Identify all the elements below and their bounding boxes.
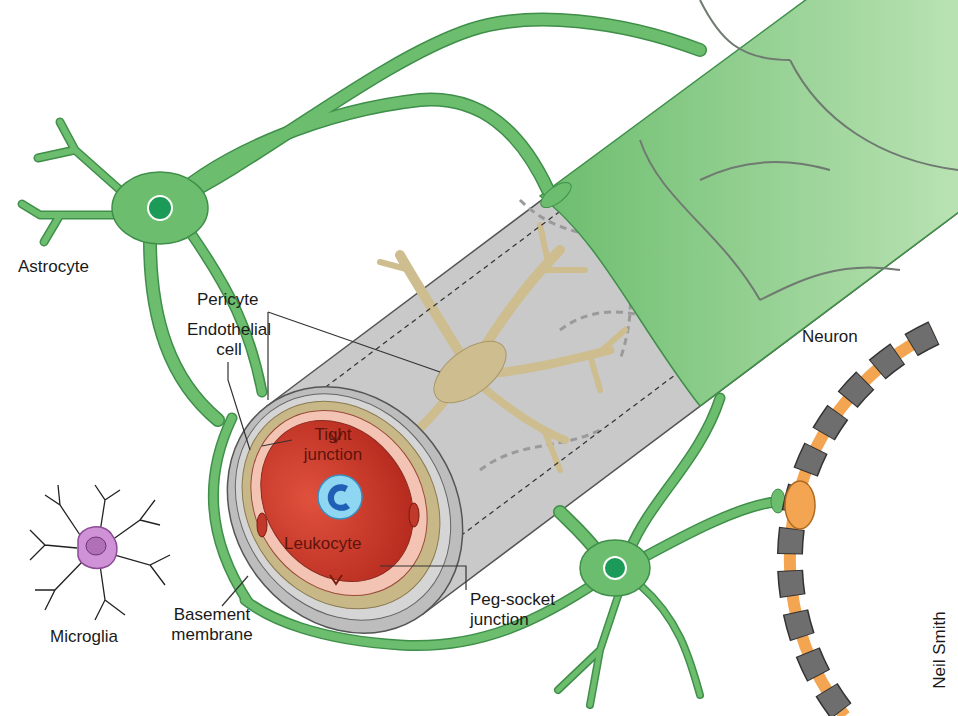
pericyte-process xyxy=(380,262,410,270)
pericyte-soma xyxy=(423,329,517,415)
part-label: Peg-socket junction xyxy=(470,590,566,630)
microglia-branch xyxy=(35,562,82,610)
microglia-nucleus xyxy=(86,537,106,555)
astrocyte-process xyxy=(22,204,115,242)
leader-line xyxy=(228,362,250,450)
part-label: Pericyte xyxy=(197,290,287,310)
pericyte-process xyxy=(545,432,560,470)
endfoot-border xyxy=(760,267,900,300)
astrocyte-process xyxy=(245,580,600,646)
leader-lines xyxy=(222,312,466,606)
astrocyte-nucleus xyxy=(148,196,172,220)
astrocyte-process xyxy=(630,398,720,550)
myelin-outline xyxy=(790,333,934,716)
vessel-lumen xyxy=(229,390,444,612)
synaptic-terminal xyxy=(785,481,815,529)
cell-outline xyxy=(480,430,600,470)
astrocyte-process xyxy=(38,122,120,190)
astrocyte-process xyxy=(175,20,700,200)
astrocyte-process xyxy=(190,232,262,392)
microglia-branch xyxy=(112,500,160,540)
astrocyte-soma xyxy=(112,172,208,244)
endothelial-ring xyxy=(215,375,464,630)
leader-line xyxy=(222,576,248,606)
astrocyte-process xyxy=(190,232,262,392)
credit-watermark: Neil Smith xyxy=(930,595,950,705)
astrocyte-process xyxy=(640,585,700,695)
part-label: Tight junction xyxy=(290,425,376,465)
microglia-branch xyxy=(115,555,170,585)
process-outlines xyxy=(22,20,775,705)
tight-junction xyxy=(409,503,419,527)
microglia-soma xyxy=(78,527,117,569)
part-label: Neuron xyxy=(802,327,902,347)
astrocyte-process xyxy=(245,580,600,646)
astrocyte-endfoot xyxy=(537,178,575,212)
microglia-branch xyxy=(30,530,77,560)
peg-socket xyxy=(330,575,342,584)
part-label: Astrocyte xyxy=(18,257,128,277)
astrocyte-process xyxy=(160,100,548,210)
endfoot-border xyxy=(790,60,958,170)
endfoot-border xyxy=(640,140,760,300)
astrocyte-process xyxy=(160,100,548,210)
astrocyte-process xyxy=(175,20,700,200)
astrocyte-process xyxy=(558,590,620,705)
leader-line xyxy=(380,566,466,590)
myelin-sheath xyxy=(790,333,934,716)
leader-line xyxy=(268,312,440,372)
astrocyte-process xyxy=(640,585,700,695)
astrocyte-process xyxy=(22,204,115,242)
endfoot-arc xyxy=(213,418,248,602)
pericyte-process xyxy=(590,330,625,390)
endfoot-arc xyxy=(213,418,248,602)
astrocyte-process xyxy=(558,590,620,705)
astrocyte-nucleus xyxy=(604,557,626,579)
part-label: Leukocyte xyxy=(284,534,394,554)
astrocyte-soma xyxy=(580,540,650,596)
astrocyte-process xyxy=(38,122,120,190)
microglia-branch xyxy=(95,485,120,532)
endfoot-border xyxy=(700,162,830,180)
pericyte-process xyxy=(480,385,565,440)
axon xyxy=(790,333,934,716)
microglia-branches xyxy=(30,485,170,620)
astrocyte-endfeet xyxy=(540,0,958,406)
microglia-branch xyxy=(95,565,125,620)
part-label: Microglia xyxy=(50,627,160,647)
leukocyte-cell xyxy=(318,475,362,519)
process-fills xyxy=(22,20,775,705)
leukocyte-nucleus xyxy=(328,484,350,511)
microglia-branch xyxy=(45,485,80,535)
part-label: Basement membrane xyxy=(163,605,261,645)
tight-junction xyxy=(257,513,267,537)
endfoot-border xyxy=(700,0,790,60)
part-label: Endothelial cell xyxy=(181,320,277,360)
leader-line xyxy=(262,440,292,446)
